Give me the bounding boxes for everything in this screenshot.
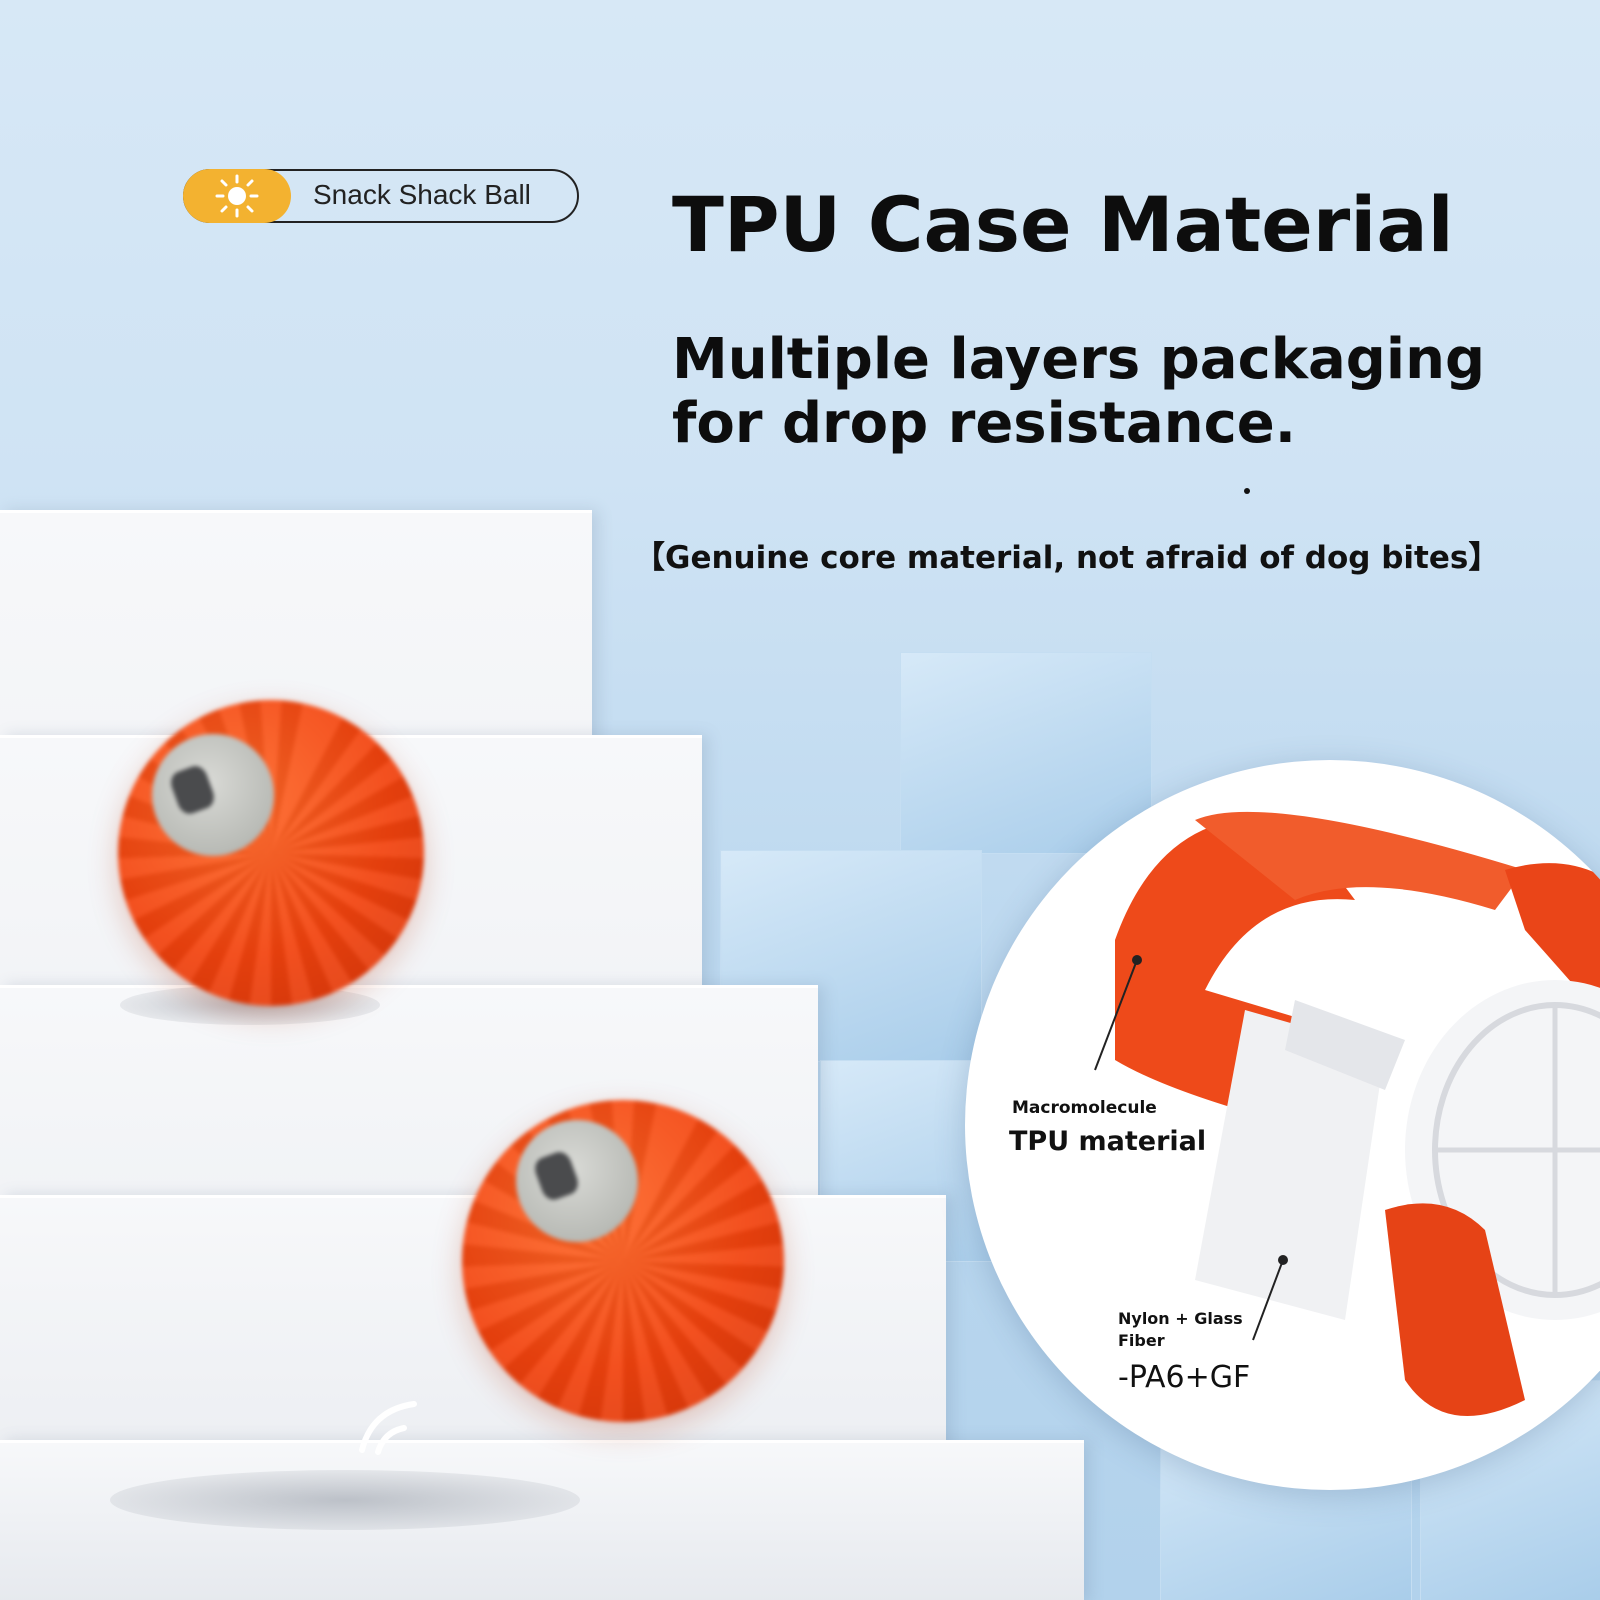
ball-cap: [516, 1120, 638, 1242]
ball-shadow: [110, 1470, 580, 1530]
material-inset: Macromolecule TPU material Nylon + Glass…: [965, 760, 1600, 1490]
background-cube: [900, 652, 1152, 854]
decorative-dot: [1244, 488, 1250, 494]
pa6-label-large: -PA6+GF: [1118, 1360, 1251, 1395]
pa6-label-small: Nylon + Glass Fiber: [1118, 1309, 1243, 1350]
tpu-label-small: Macromolecule: [1012, 1098, 1157, 1118]
sun-icon: [215, 174, 259, 218]
product-badge: Snack Shack Ball: [183, 169, 579, 223]
page-title: TPU Case Material: [672, 180, 1454, 269]
stair-step: [0, 1440, 1084, 1600]
treat-ball: [118, 700, 424, 1006]
badge-icon-pill: [183, 169, 291, 223]
badge-label: Snack Shack Ball: [313, 179, 531, 210]
feature-note: 【Genuine core material, not afraid of do…: [634, 540, 1500, 576]
ball-cap: [152, 734, 274, 856]
treat-ball: [462, 1100, 784, 1422]
material-layers-illustration: [1094, 811, 1600, 1416]
page-subtitle: Multiple layers packaging for drop resis…: [672, 327, 1486, 456]
tpu-label-large: TPU material: [1009, 1126, 1207, 1157]
vibration-icon: [359, 1401, 417, 1455]
